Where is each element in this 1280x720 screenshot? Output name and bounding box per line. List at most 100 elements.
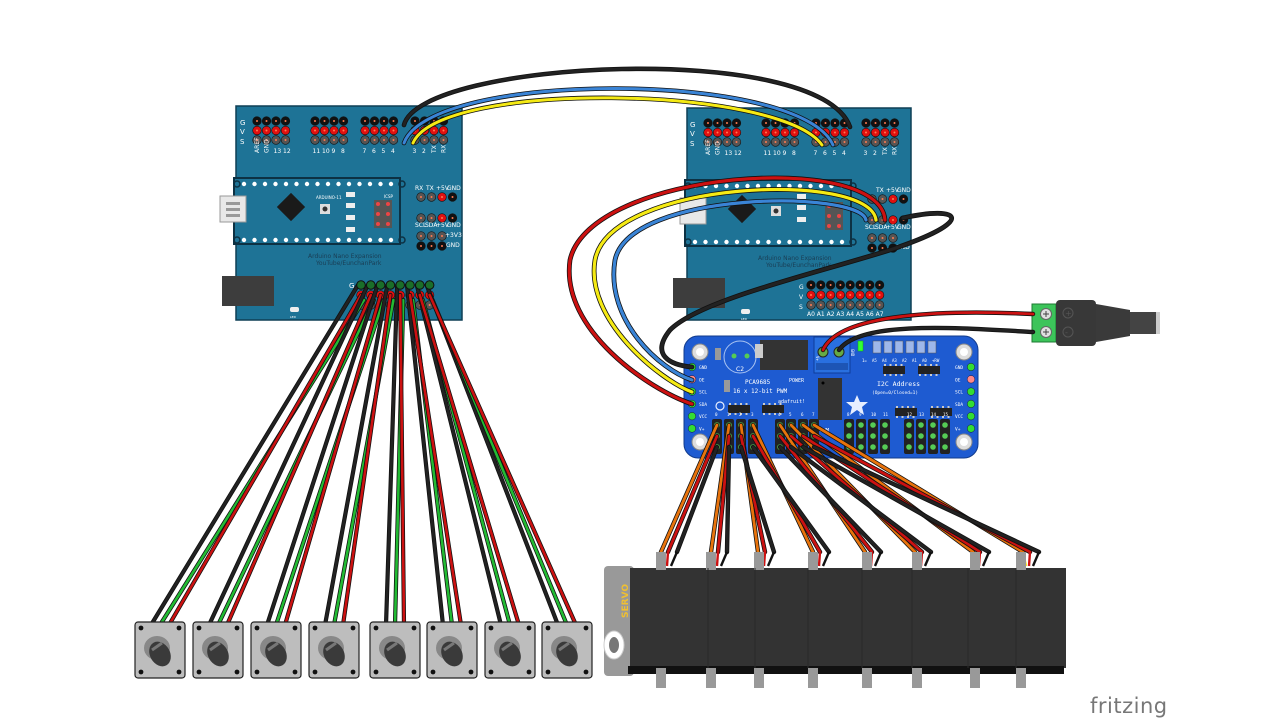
barrel-jack <box>222 276 274 306</box>
header-pin-hole <box>726 122 728 124</box>
header-pin-hole <box>430 245 433 247</box>
nano-pin <box>346 181 352 187</box>
fritzing-logo: fritzing <box>1090 694 1168 718</box>
header-pin-hole <box>441 196 443 198</box>
pca9685-servo-driver: C2 POWER V+ GND PCA9685 16 x 12-bit PWM … <box>683 335 979 459</box>
pwm-channel-pin <box>870 444 876 450</box>
nano-pin <box>808 183 813 189</box>
right-side-pin-label: VCC <box>955 414 963 420</box>
row-label-v: V <box>240 128 245 136</box>
left-side-pin-label: V+ <box>699 427 705 433</box>
serial-gnd-label: GND <box>447 185 461 192</box>
pot-mount-hole <box>312 669 318 675</box>
header-pin-hole <box>726 141 728 143</box>
nano-pin <box>273 237 278 243</box>
header-pin-hole <box>810 304 812 306</box>
header-pin-hole <box>881 247 884 249</box>
potentiometer <box>426 621 478 679</box>
header-pin-hole <box>333 120 335 122</box>
header-pin-hole <box>392 120 395 122</box>
header-pin-hole <box>342 139 345 141</box>
pot-mount-hole <box>488 625 494 631</box>
servo-bottom-tab <box>706 668 716 688</box>
resistor-array-pad <box>774 413 776 415</box>
header-pin-hole <box>824 122 827 124</box>
resistor-array-pad <box>931 416 933 418</box>
header-pin-hole <box>884 131 886 134</box>
nano-right-analog-headers <box>806 280 885 310</box>
pwm-channel-pin <box>882 444 888 450</box>
brand-label: adafruit! <box>778 399 805 405</box>
serial-5v-label: +5V <box>886 187 900 194</box>
header-pin-hole <box>373 139 376 141</box>
servo-lead-ground <box>821 551 831 567</box>
servo-top-tab <box>706 552 716 570</box>
wire-gnd <box>660 211 954 369</box>
header-pin-hole <box>275 120 277 122</box>
wire-power-plus <box>821 311 1035 352</box>
header-pin-hole <box>314 139 316 141</box>
digital-pin-label: 8 <box>341 148 345 155</box>
wire-end-pin <box>375 280 386 290</box>
header-pin-hole <box>451 196 454 198</box>
nano-pin <box>692 239 698 245</box>
icsp-label: ICSP <box>384 194 394 199</box>
right-side-pin <box>966 362 976 372</box>
resistor-array <box>762 405 784 413</box>
nano-pin <box>367 181 373 187</box>
header-pin-hole <box>878 284 881 286</box>
nano-pin <box>378 237 383 243</box>
resistor-array-pad <box>889 364 892 366</box>
pot-knob-indicator <box>386 641 398 652</box>
potentiometer <box>192 621 244 679</box>
header-pin-hole <box>284 120 287 122</box>
nano-pin <box>839 239 845 245</box>
pwm-channel-label: 10 <box>871 412 877 417</box>
mount-hole-inner <box>960 438 968 446</box>
digital-pin-label: 8 <box>792 150 796 157</box>
serial-gnd-label: GND <box>897 187 911 194</box>
resistor-array-pad <box>936 416 939 418</box>
header-pin-hole <box>284 139 287 141</box>
pwm-channel-pin <box>870 422 876 428</box>
resistor-array-pad <box>740 403 742 405</box>
i2c-5v-label: +5V <box>886 224 900 231</box>
servo-bodies <box>630 568 1066 668</box>
pot-wire-vcc <box>167 293 363 627</box>
resistor-array-pad <box>901 416 904 418</box>
header-pin-hole <box>256 120 258 122</box>
right-side-pin <box>966 375 976 384</box>
resistor-array-pad <box>924 374 927 376</box>
terminal-gnd-label: GND <box>850 349 855 357</box>
analog-g-label: G <box>349 282 354 290</box>
analog-pin-label: A6 <box>866 311 874 318</box>
right-side-pin <box>966 399 976 408</box>
pot-wire-gnd <box>384 283 399 627</box>
digital-pin-label: 7 <box>814 150 818 157</box>
nano-mount-hole <box>398 236 406 244</box>
digital-pin-label: GND <box>264 139 271 153</box>
resistor-array-pad <box>924 364 927 366</box>
address-jumper <box>927 340 937 354</box>
pot-mount-hole <box>468 669 474 675</box>
header-pin-hole <box>707 122 709 124</box>
nano-pin <box>808 239 813 245</box>
pwm-channel-pin <box>930 422 936 428</box>
header-pin-hole <box>871 247 873 249</box>
header-pin-hole <box>843 141 846 143</box>
digital-pin-label: RX <box>441 145 448 153</box>
plus-symbol-circle <box>1062 307 1074 319</box>
header-pin-hole <box>441 235 443 237</box>
header-pin-hole <box>430 217 433 219</box>
servo-bottom-tab <box>754 668 764 688</box>
pwm-channel-pin <box>918 444 924 450</box>
pot-mount-hole <box>545 669 551 675</box>
nano-pin <box>304 181 310 187</box>
right-side-pin-label: SCL <box>955 390 963 396</box>
potentiometer <box>134 621 186 679</box>
header-pin-hole <box>834 122 836 124</box>
analog-pin-label: A1 <box>817 311 825 318</box>
resistor-array-pad <box>947 406 950 408</box>
